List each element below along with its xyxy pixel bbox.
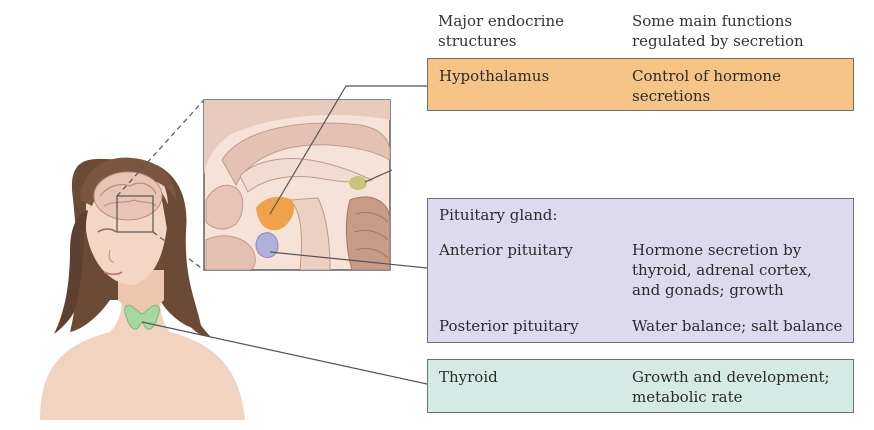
pituitary-title: Pituitary gland: [439,206,558,224]
hypothalamus-gland [256,196,295,231]
hypothalamus-box: Hypothalamus Control of hormone secretio… [427,58,854,111]
header-functions: Some main functions regulated by secreti… [632,12,804,50]
thyroid-structure: Thyroid [439,368,498,386]
hypothalamus-function: Control of hormone secretions [632,67,781,105]
pituitary-gland [255,232,279,259]
thyroid-box: Thyroid Growth and development; metaboli… [427,359,854,413]
zoom-origin-square [116,195,154,233]
posterior-pituitary-function: Water balance; salt balance [632,317,843,335]
posterior-pituitary-structure: Posterior pituitary [439,317,579,335]
hair-front [80,157,176,206]
brain-magnified-inset-icon [203,99,391,271]
anterior-pituitary-structure: Anterior pituitary [439,241,573,259]
pituitary-box: Pituitary gland: Anterior pituitary Horm… [427,198,854,343]
woman-figure-icon [40,157,245,420]
thyroid-function: Growth and development; metabolic rate [632,368,830,406]
anterior-pituitary-function: Hormone secretion by thyroid, adrenal co… [632,241,812,299]
pineal-gland [349,176,367,190]
thyroid-gland-icon [124,304,160,330]
header-structures: Major endocrine structures [438,12,564,50]
hypothalamus-structure: Hypothalamus [439,67,550,85]
torso [40,296,245,420]
